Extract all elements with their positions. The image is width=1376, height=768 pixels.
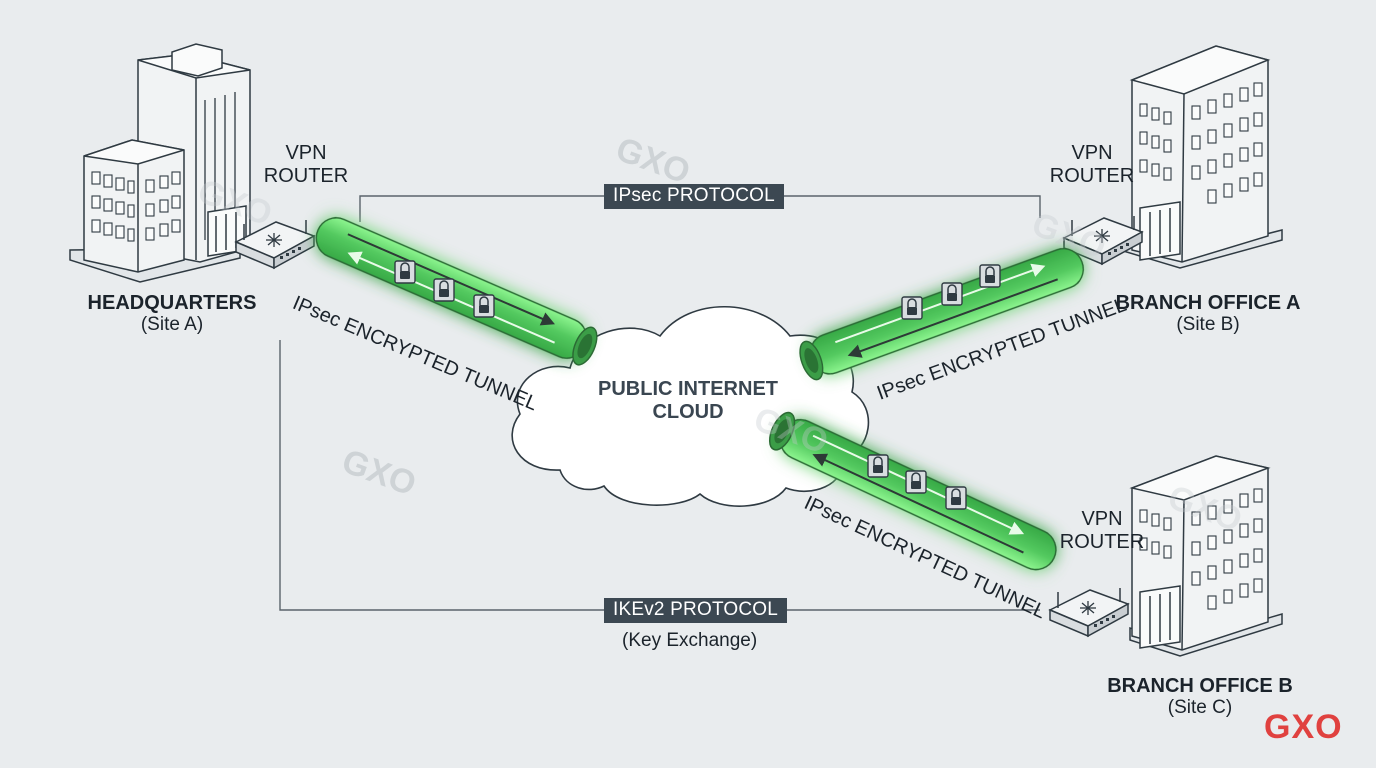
site-name: BRANCH OFFICE A xyxy=(1115,292,1301,314)
cloud-icon xyxy=(511,306,870,507)
ikev2-protocol-sub: (Key Exchange) xyxy=(622,630,758,651)
protocol-lines xyxy=(279,195,1041,611)
router-label-branch-b: VPN ROUTER xyxy=(1059,508,1145,553)
site-hq: HEADQUARTERS (Site A) xyxy=(72,292,272,336)
router-label-branch-a: VPN ROUTER xyxy=(1049,142,1135,187)
ikev2-protocol-label: IKEv2 PROTOCOL xyxy=(604,598,788,623)
brand-logo: GXO xyxy=(1264,708,1343,746)
site-sub: (Site B) xyxy=(1176,314,1240,335)
lock-icon xyxy=(473,294,495,318)
lock-icon xyxy=(979,264,1001,288)
hq-building-icon xyxy=(69,43,251,283)
lock-icon xyxy=(945,486,967,510)
lock-icon xyxy=(433,278,455,302)
cloud-label: PUBLIC INTERNET CLOUD xyxy=(598,378,778,423)
lock-icon xyxy=(905,470,927,494)
lock-icon xyxy=(901,296,923,320)
site-name: BRANCH OFFICE B xyxy=(1107,675,1293,697)
site-branch-a: BRANCH OFFICE A (Site B) xyxy=(1108,292,1308,336)
lock-icon xyxy=(394,260,416,284)
tunnel-hq xyxy=(310,212,602,369)
router-label-hq: VPN ROUTER xyxy=(263,142,349,187)
site-branch-b: BRANCH OFFICE B (Site C) xyxy=(1100,675,1300,719)
site-sub: (Site C) xyxy=(1167,697,1233,718)
site-sub: (Site A) xyxy=(140,314,204,335)
branch-b-building-icon xyxy=(1129,455,1283,657)
lock-icon xyxy=(941,282,963,306)
branch-b-router-icon xyxy=(1049,587,1129,637)
site-name: HEADQUARTERS xyxy=(87,292,257,314)
branch-a-building-icon xyxy=(1119,45,1283,269)
lock-icon xyxy=(867,454,889,478)
ipsec-protocol-label: IPsec PROTOCOL xyxy=(604,184,784,209)
